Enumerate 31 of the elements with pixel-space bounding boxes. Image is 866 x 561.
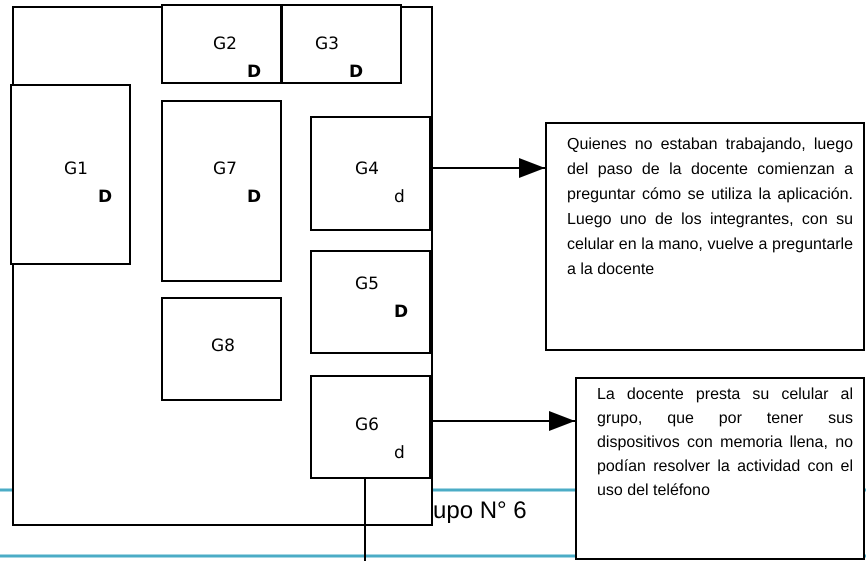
arrow [431, 411, 575, 431]
teacher-mark: D [247, 187, 262, 207]
group-table [281, 4, 402, 84]
group-name: G5 [355, 274, 379, 294]
group-table [161, 4, 282, 84]
group-name: G1 [64, 159, 88, 179]
group-table [161, 297, 282, 401]
group-table [310, 116, 431, 231]
arrow [431, 158, 545, 178]
group-table [161, 100, 282, 282]
group-name: G3 [315, 34, 339, 54]
teacher-mark: d [394, 187, 405, 207]
group-name: G8 [211, 336, 235, 356]
teacher-mark: D [394, 302, 408, 322]
teacher-mark: d [394, 443, 405, 463]
group-table [310, 375, 431, 479]
teacher-mark: D [98, 187, 112, 207]
group-name: G6 [355, 415, 379, 435]
note-text: La docente presta su celular al grupo, que por tener sus dispositivos con memoria llena, no podían resolver la actividad con el uso del teléfono [597, 385, 853, 501]
group-table [10, 84, 131, 265]
group-name: G2 [213, 34, 237, 54]
group-table [310, 250, 431, 354]
teacher-mark: D [349, 62, 364, 82]
room-outline [12, 6, 433, 526]
group-name: G7 [213, 159, 237, 179]
group-name: G4 [355, 159, 379, 179]
note-box [575, 377, 865, 560]
note-box [545, 122, 865, 351]
header-text: upo N° 6 [433, 497, 527, 525]
teacher-mark: D [247, 62, 262, 82]
note-text: Quienes no estaban trabajando, luego del paso de la docente comienzan a preguntar cómo se utiliza la aplicación. Luego uno de los integrantes, con su celular en la mano, vuelve a preguntarle a la docente [567, 135, 853, 280]
